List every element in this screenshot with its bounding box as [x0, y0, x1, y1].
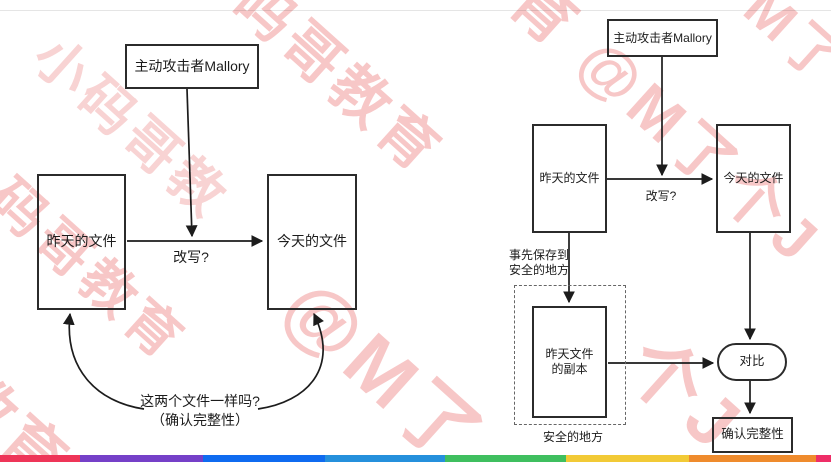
save-in-advance-label: 事先保存到 安全的地方 [509, 248, 579, 278]
watermark-text: 教育 [0, 359, 83, 462]
question-line2: （确认完整性） [151, 412, 249, 428]
left-today-file-box: 今天的文件 [267, 174, 357, 310]
compare-node: 对比 [717, 343, 787, 381]
save-note-line2: 安全的地方 [509, 263, 570, 277]
yesterday-file-copy-box: 昨天文件 的副本 [532, 306, 607, 418]
watermark-text: M了 [732, 0, 831, 99]
safe-place-label: 安全的地方 [542, 430, 603, 444]
left-attacker-box: 主动攻击者Mallory [125, 44, 259, 89]
footer-bar-segment [445, 455, 566, 462]
question-line1: 这两个文件一样吗? [140, 393, 260, 409]
left-question-label: 这两个文件一样吗? （确认完整性） [110, 392, 290, 430]
footer-bar-segment [325, 455, 445, 462]
watermark-text: 码哥教育 [221, 0, 455, 187]
footer-bar-segment [80, 455, 203, 462]
right-today-file-box: 今天的文件 [716, 124, 791, 233]
confirm-integrity-box: 确认完整性 [712, 417, 793, 453]
footer-bar-segment [0, 455, 80, 462]
left-attacker-arrow [185, 88, 198, 238]
top-divider-line [0, 10, 831, 11]
footer-bar-segment [566, 455, 689, 462]
right-rewrite-label: 改写? [645, 189, 677, 203]
footer-bar-segment [816, 455, 831, 462]
save-note-line1: 事先保存到 [509, 248, 570, 262]
copy-line2: 的副本 [551, 362, 588, 376]
right-attacker-box: 主动攻击者Mallory [607, 19, 718, 57]
left-rewrite-label: 改写? [173, 249, 209, 265]
right-yesterday-file-box: 昨天的文件 [532, 124, 607, 233]
footer-bar-segment [689, 455, 816, 462]
left-yesterday-file-box: 昨天的文件 [37, 174, 126, 310]
safe-place-dashed-region [514, 285, 626, 425]
footer-rainbow-bar [0, 455, 831, 462]
copy-line1: 昨天文件 [545, 347, 594, 361]
footer-bar-segment [203, 455, 325, 462]
